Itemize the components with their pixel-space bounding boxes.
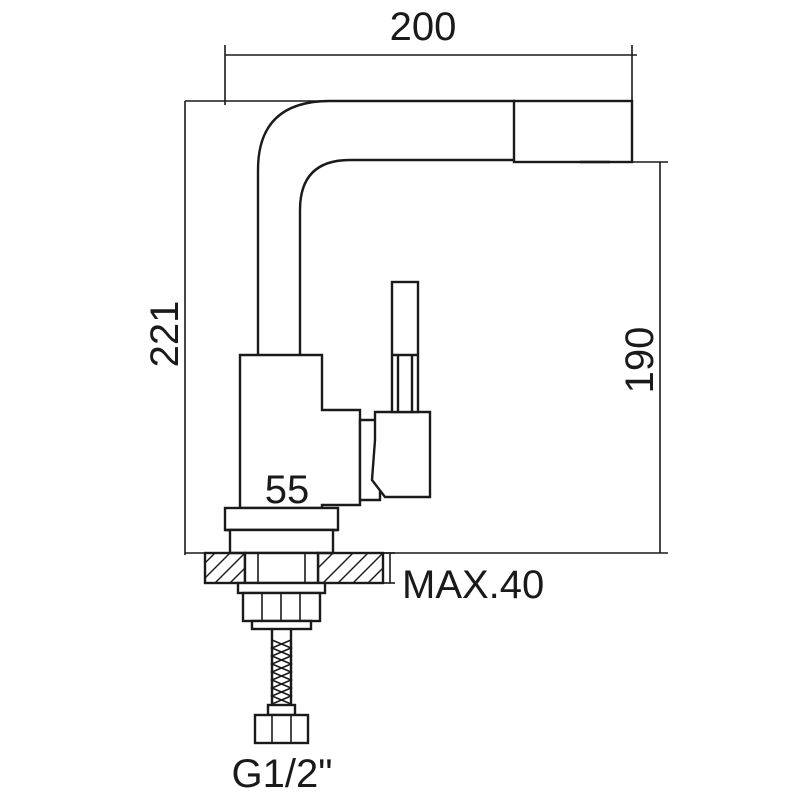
faucet-body: 55 [223,280,432,555]
spout-height-label: 190 [618,327,662,394]
mounting-shank [236,551,327,631]
thread-size-label: G1/2" [232,752,333,796]
flexible-hose: G1/2" [232,629,333,796]
max-thickness-label: MAX.40 [402,563,544,607]
total-height-dimension: 221 [143,100,520,555]
base-diameter-label: 55 [265,468,310,512]
width-dimension: 200 [224,5,637,105]
total-height-label: 221 [143,301,187,368]
width-label: 200 [390,5,457,49]
spout [256,99,634,355]
